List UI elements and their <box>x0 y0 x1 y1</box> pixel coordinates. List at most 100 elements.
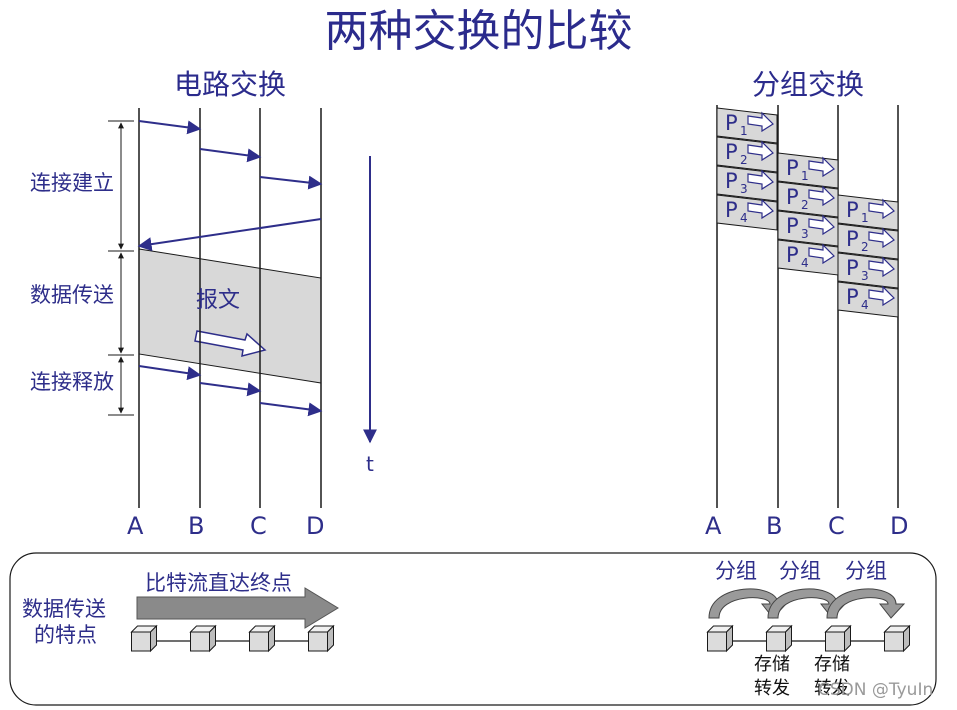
packet-node-a: A <box>705 512 722 540</box>
hop-arrow-icon <box>826 588 906 619</box>
packet-arrow-icon <box>868 285 895 307</box>
phase-label-release: 连接释放 <box>30 370 114 394</box>
node-cube-icon <box>883 624 911 653</box>
node-cube-icon <box>824 624 852 653</box>
packet-letter: P <box>846 198 859 222</box>
packet-index: 4 <box>740 211 748 225</box>
packet-index: 1 <box>861 211 869 225</box>
packet-letter: P <box>846 285 859 309</box>
packet-index: 2 <box>861 240 869 254</box>
packet-index: 1 <box>740 124 748 138</box>
characteristics-frame <box>9 552 937 706</box>
message-block <box>138 248 322 384</box>
phase-label-transfer: 数据传送 <box>30 283 114 307</box>
release-arrow-cd <box>259 402 323 417</box>
packet-index: 2 <box>740 153 748 167</box>
packet-caption-3: 分组 <box>845 559 887 583</box>
store-label-c: 存储 <box>814 654 850 675</box>
message-label: 报文 <box>196 288 241 313</box>
packet-arrow-icon <box>808 156 835 178</box>
hop-arrows <box>708 588 906 619</box>
store-label-b: 存储 <box>754 654 790 675</box>
packet-arrow-icon <box>868 227 895 249</box>
node-cube-icon <box>307 624 335 653</box>
packet-arrow-icon <box>868 198 895 220</box>
packet-letter: P <box>725 169 738 193</box>
release-arrow-ab <box>138 365 202 381</box>
packet-arrow-icon <box>747 111 774 133</box>
packet-arrow-icon <box>747 198 774 220</box>
packet-letter: P <box>846 256 859 280</box>
packet-arrow-icon <box>808 185 835 207</box>
packet-index: 4 <box>861 298 869 312</box>
packet-node-b: B <box>766 512 783 540</box>
message-arrow-icon <box>194 330 267 358</box>
setup-arrow-cd <box>259 175 323 190</box>
packet-title: 分组交换 <box>752 68 865 101</box>
setup-ack-arrow <box>137 218 322 252</box>
packet-letter: P <box>725 198 738 222</box>
circuit-caption: 比特流直达终点 <box>145 571 292 595</box>
circuit-diagram <box>108 108 377 508</box>
packet-node-c: C <box>828 512 845 540</box>
packet-index: 3 <box>801 227 809 241</box>
packet-arrow-icon <box>747 140 774 162</box>
packet-letter: P <box>786 243 799 267</box>
packet-index: 3 <box>861 269 869 283</box>
packet-arrow-icon <box>808 243 835 265</box>
node-cube-icon <box>189 624 217 653</box>
packet-letter: P <box>846 227 859 251</box>
packet-letter: P <box>786 185 799 209</box>
circuit-title: 电路交换 <box>174 68 287 101</box>
setup-arrow-bc <box>199 148 262 163</box>
characteristics-heading-2: 的特点 <box>34 623 97 647</box>
watermark: CSDN @TyuIn <box>818 680 934 700</box>
characteristics-panel <box>9 552 937 706</box>
phase-label-setup: 连接建立 <box>30 171 114 195</box>
circuit-node-a: A <box>127 512 144 540</box>
bitstream-arrow-icon <box>136 587 339 629</box>
forward-label-c: 转发 <box>814 678 850 699</box>
packet-arrow-icon <box>747 169 774 191</box>
release-arrow-bc <box>199 382 262 397</box>
packet-letter: P <box>786 214 799 238</box>
page-title: 两种交换的比较 <box>324 6 633 57</box>
packet-arrow-icon <box>808 214 835 236</box>
node-cube-icon <box>706 624 734 653</box>
packet-index: 3 <box>740 182 748 196</box>
packet-caption-2: 分组 <box>779 559 821 583</box>
packet-letter: P <box>786 156 799 180</box>
node-cubes <box>130 624 911 653</box>
circuit-node-c: C <box>250 512 267 540</box>
setup-arrow-ab <box>138 120 202 135</box>
characteristics-heading-1: 数据传送 <box>22 597 106 621</box>
circuit-node-b: B <box>188 512 205 540</box>
packet-index: 1 <box>801 169 809 183</box>
circuit-node-d: D <box>306 512 325 540</box>
forward-label-b: 转发 <box>754 678 790 699</box>
time-label: t <box>366 452 374 476</box>
packet-letter: P <box>725 111 738 135</box>
node-cube-icon <box>765 624 793 653</box>
packet-arrow-icon <box>868 256 895 278</box>
packet-letter: P <box>725 140 738 164</box>
packet-caption-1: 分组 <box>715 559 757 583</box>
node-cube-icon <box>248 624 276 653</box>
packet-node-d: D <box>890 512 909 540</box>
node-cube-icon <box>130 624 158 653</box>
packet-index: 4 <box>801 256 809 270</box>
phase-brackets <box>108 120 134 416</box>
